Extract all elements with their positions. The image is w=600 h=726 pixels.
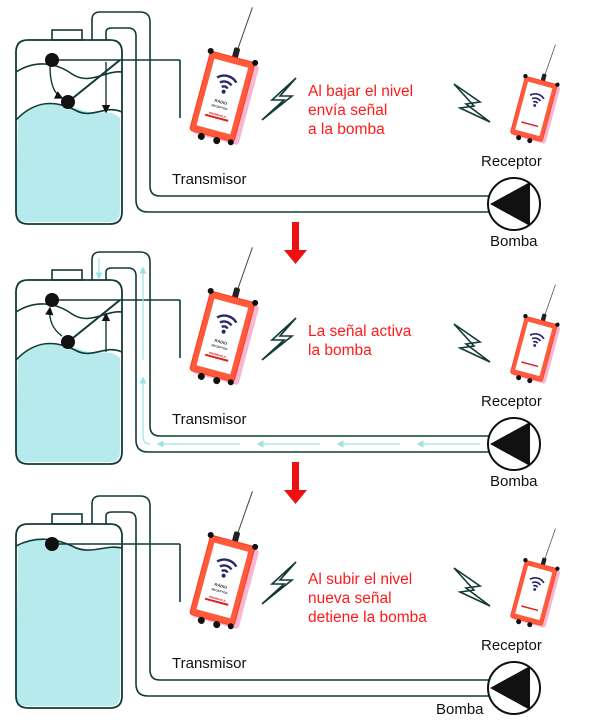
water-tank [15, 269, 123, 465]
wifi-icon [216, 314, 238, 330]
stage-caption-line-2: la bomba [308, 342, 372, 359]
pump-icon [487, 177, 541, 231]
float-ball-top [45, 293, 59, 307]
water-tank [15, 513, 123, 709]
receiver-label: Receptor [481, 637, 542, 654]
pipe [91, 495, 490, 697]
device-brand: PROMAXLA [209, 595, 227, 604]
stage-caption-line-2: envía señal [308, 102, 387, 119]
stage-caption-line-3: a la bomba [308, 121, 385, 138]
float-switch [45, 53, 181, 118]
old-level-line [15, 63, 123, 80]
receiver-device [510, 528, 561, 628]
stage-3: RÁDIO RECEPTOR PROMAXLA Transmisor Al su… [15, 491, 561, 718]
tank-water [16, 103, 120, 222]
stage-caption-line-3: detiene la bomba [308, 609, 427, 626]
transmitter-device: RÁDIO RECEPTOR PROMAXLA [189, 7, 259, 146]
water-flow-arrows [95, 258, 480, 448]
receiver-label: Receptor [481, 393, 542, 410]
water-tank [15, 29, 123, 225]
signal-bolt-icon [261, 77, 297, 121]
tank-water [16, 343, 120, 462]
transmitter-label: Transmisor [172, 171, 246, 188]
signal-bolt-icon [261, 561, 297, 605]
transmitter-device: RÁDIO RECEPTOR PROMAXLA [189, 247, 259, 386]
step-arrow-1 [284, 222, 307, 264]
transmitter-label: Transmisor [172, 655, 246, 672]
transmitter-label: Transmisor [172, 411, 246, 428]
device-sublabel: RECEPTOR [211, 103, 229, 111]
device-brand: PROMAXLA [209, 111, 227, 120]
stage-caption-line-2: nueva señal [308, 590, 392, 607]
tank-outline [15, 39, 123, 225]
pipe [91, 251, 490, 453]
wifi-icon [529, 577, 545, 588]
pipe [91, 11, 490, 213]
float-ball-top [45, 537, 59, 551]
tank-outline [15, 523, 123, 709]
device-label: RÁDIO [214, 582, 228, 590]
water-surface [15, 342, 123, 361]
wifi-icon [529, 333, 545, 344]
wifi-icon [216, 558, 238, 574]
pump-label: Bomba [436, 701, 484, 718]
tank-cap [51, 513, 83, 525]
receiver-device [510, 284, 561, 384]
transmitter-device: RÁDIO RECEPTOR PROMAXLA [189, 491, 259, 630]
pump-label: Bomba [490, 233, 538, 250]
device-label: RÁDIO [214, 98, 228, 106]
stage-caption-line-1: Al subir el nivel [308, 571, 412, 588]
pump-label: Bomba [490, 473, 538, 490]
device-brand: PROMAXLA [209, 351, 227, 360]
stage-caption-line-1: Al bajar el nivel [308, 83, 413, 100]
device-label: RÁDIO [214, 338, 228, 346]
stage-2: RÁDIO RECEPTOR PROMAXLA Transmisor La se… [15, 247, 561, 490]
receiver-label: Receptor [481, 153, 542, 170]
receiver-device [510, 44, 561, 144]
device-sublabel: RECEPTOR [211, 343, 229, 351]
step-arrow-2 [284, 462, 307, 504]
stage-1: RÁDIO RECEPTOR PROMAXLA Transmisor Al ba… [15, 7, 561, 250]
water-surface [15, 538, 123, 551]
tank-cap [51, 29, 83, 41]
tank-water [16, 539, 120, 706]
pump-icon [487, 417, 541, 471]
float-ball-top [45, 53, 59, 67]
tank-outline [15, 279, 123, 465]
tank-cap [51, 269, 83, 281]
signal-bolt-icon [261, 317, 297, 361]
receiver-signal-bolt-icon [453, 83, 491, 123]
receiver-signal-bolt-icon [453, 567, 491, 607]
stage-caption-line-1: La señal activa [308, 323, 412, 340]
receiver-signal-bolt-icon [453, 323, 491, 363]
pump-icon [487, 661, 541, 715]
float-ball-bottom [61, 335, 75, 349]
float-ball-bottom [61, 95, 75, 109]
wifi-icon [529, 93, 545, 104]
wifi-icon [216, 74, 238, 90]
device-sublabel: RECEPTOR [211, 587, 229, 595]
float-switch [45, 537, 181, 602]
float-switch [45, 293, 181, 358]
